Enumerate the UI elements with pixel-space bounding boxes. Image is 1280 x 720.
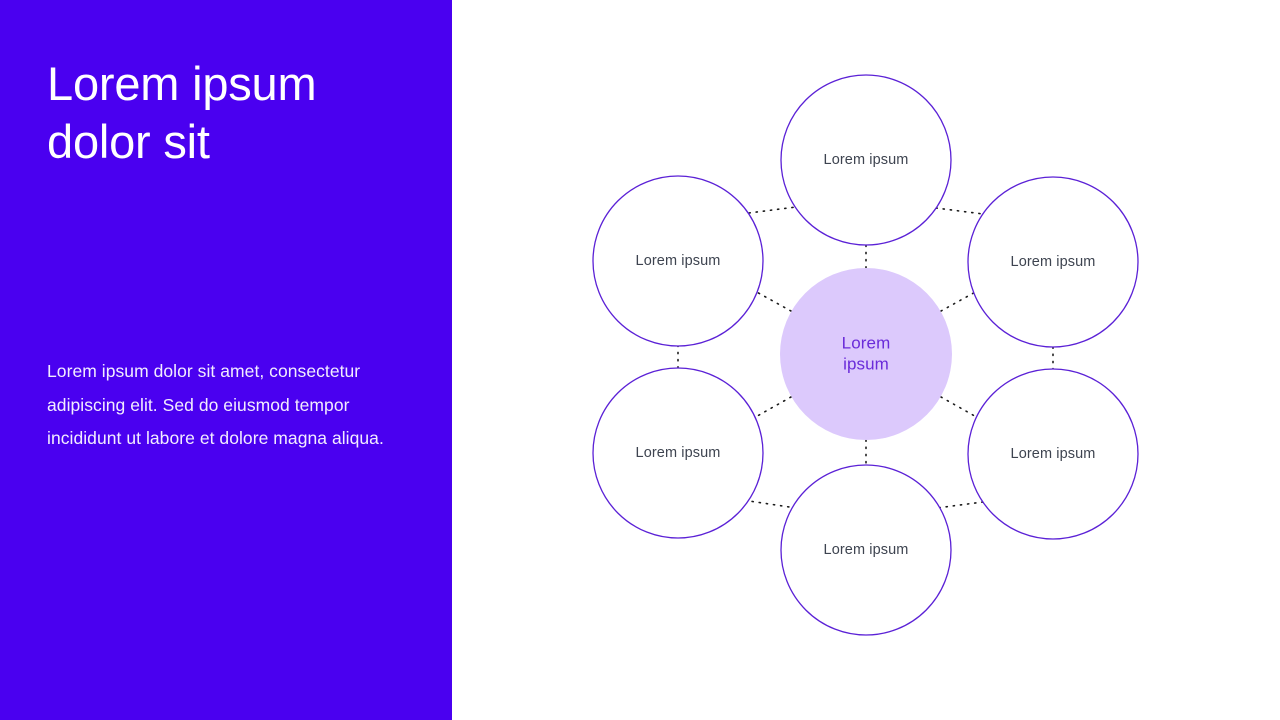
body-paragraph: Lorem ipsum dolor sit amet, consectetur … [47,361,384,449]
page-title: Lorem ipsum dolor sit [47,57,317,168]
center-hub-circle [780,268,952,440]
node-bottom-circle [780,464,952,636]
spoke-center-to-lower-right [940,396,981,420]
diagram-graphics [592,74,1139,636]
connector-lower-right-to-bottom [936,501,984,509]
hexagon-cycle-diagram: Lorem ipsum Lorem ipsum Lorem ipsum Lore… [452,0,1280,720]
spoke-center-to-lower-left [751,396,792,420]
node-upper-left-circle [592,175,764,347]
connector-upper-left-to-top [748,206,797,214]
node-upper-right-circle [967,176,1139,348]
node-top-circle [780,74,952,246]
outer-node-circles [592,74,1139,636]
connector-bottom-to-lower-left [748,500,797,509]
node-lower-right-circle [967,368,1139,540]
spoke-center-to-upper-left [752,289,792,312]
node-lower-left-circle [592,367,764,539]
connector-top-to-upper-right [935,207,984,215]
ring-connectors [677,206,1054,509]
spoke-connectors [751,244,981,466]
spoke-center-to-upper-right [940,289,980,312]
left-text-panel: Lorem ipsum dolor sit Lorem ipsum dolor … [0,0,452,720]
